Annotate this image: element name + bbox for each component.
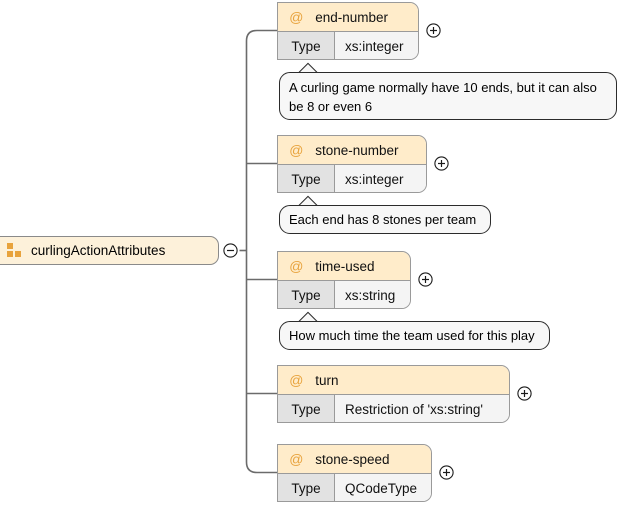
at-symbol-icon: @ [289, 372, 304, 388]
attribute-box-stone-speed[interactable]: @ stone-speed Type QCodeType [277, 444, 432, 502]
attribute-header: @ end-number [278, 3, 418, 32]
type-value: QCodeType [335, 474, 431, 501]
at-symbol-icon: @ [289, 258, 304, 274]
attribute-name: stone-number [315, 142, 399, 158]
type-value: xs:string [335, 281, 410, 308]
type-label: Type [278, 32, 335, 59]
attribute-box-time-used[interactable]: @ time-used Type xs:string [277, 251, 411, 309]
type-label: Type [278, 474, 335, 501]
attribute-header: @ stone-speed [278, 445, 431, 474]
attribute-header: @ stone-number [278, 136, 426, 165]
at-symbol-icon: @ [289, 451, 304, 467]
expand-plus-icon-end-number[interactable] [426, 23, 441, 38]
attribute-type-row: Type xs:integer [278, 165, 426, 192]
expand-plus-icon-time-used[interactable] [418, 272, 433, 287]
type-label: Type [278, 395, 335, 422]
attribute-box-stone-number[interactable]: @ stone-number Type xs:integer [277, 135, 427, 193]
type-value: xs:integer [335, 165, 426, 192]
attribute-type-row: Type QCodeType [278, 474, 431, 501]
callout-tail-end-number [298, 62, 318, 73]
node-curling-action-attributes[interactable]: curlingActionAttributes [0, 236, 219, 265]
annotation-stone-number: Each end has 8 stones per team [279, 205, 491, 234]
attribute-box-turn[interactable]: @ turn Type Restriction of 'xs:string' [277, 365, 510, 423]
callout-tail-time-used [298, 311, 318, 322]
attribute-name: turn [315, 372, 339, 388]
attribute-name: time-used [315, 258, 375, 274]
attribute-group-icon [7, 243, 21, 257]
at-symbol-icon: @ [289, 142, 304, 158]
attribute-box-end-number[interactable]: @ end-number Type xs:integer [277, 2, 419, 60]
type-label: Type [278, 281, 335, 308]
type-label: Type [278, 165, 335, 192]
expand-plus-icon-stone-speed[interactable] [439, 465, 454, 480]
expand-plus-icon-turn[interactable] [517, 386, 532, 401]
collapse-minus-icon[interactable] [223, 243, 238, 258]
attribute-type-row: Type Restriction of 'xs:string' [278, 395, 509, 422]
attribute-header: @ turn [278, 366, 509, 395]
annotation-end-number: A curling game normally have 10 ends, bu… [279, 72, 617, 120]
attribute-header: @ time-used [278, 252, 410, 281]
root-node-label: curlingActionAttributes [31, 243, 166, 258]
annotation-time-used: How much time the team used for this pla… [279, 321, 550, 350]
attribute-name: stone-speed [315, 451, 390, 467]
attribute-type-row: Type xs:string [278, 281, 410, 308]
callout-tail-stone-number [298, 195, 318, 206]
type-value: Restriction of 'xs:string' [335, 395, 509, 422]
type-value: xs:integer [335, 32, 418, 59]
attribute-name: end-number [315, 9, 389, 25]
at-symbol-icon: @ [289, 9, 304, 25]
attribute-type-row: Type xs:integer [278, 32, 418, 59]
expand-plus-icon-stone-number[interactable] [434, 156, 449, 171]
